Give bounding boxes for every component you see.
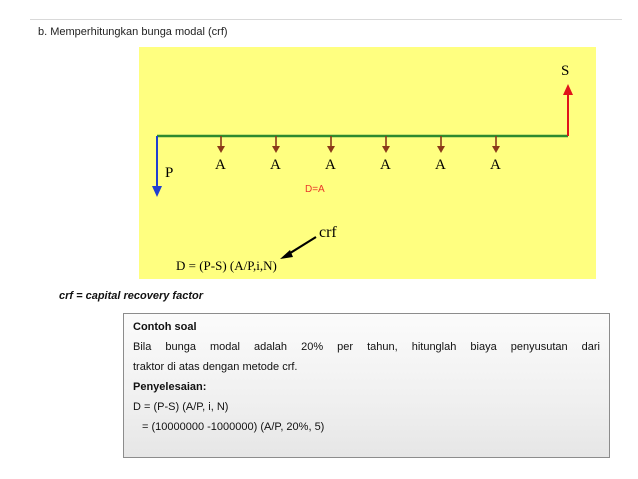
cash-flow-svg: P S A A A A A A D=A crf D = (P-S) (A/P,i,N) <box>152 63 573 273</box>
s-label: S <box>561 63 569 79</box>
solution-formula: D = (P-S) (A/P, i, N) <box>133 401 229 413</box>
payment-arrow <box>492 136 500 153</box>
cash-flow-diagram: P S A A A A A A D=A crf D = (P-S) (A/P,i,N) <box>139 47 596 279</box>
top-divider <box>30 19 622 20</box>
crf-definition: crf = capital recovery factor <box>59 290 203 302</box>
example-box: Contoh soal Bila bunga modal adalah 20% … <box>123 313 610 458</box>
payment-arrow <box>437 136 445 153</box>
solution-calculation: = (10000000 -1000000) (A/P, 20%, 5) <box>142 421 325 433</box>
payment-label-a: A <box>325 157 336 173</box>
example-text-line2: traktor di atas dengan metode crf. <box>133 361 298 373</box>
payment-label-a: A <box>435 157 446 173</box>
crf-pointer-arrow <box>280 236 317 259</box>
section-heading: b. Memperhitungkan bunga modal (crf) <box>38 26 228 38</box>
example-title: Contoh soal <box>133 321 197 333</box>
p-label: P <box>165 165 173 181</box>
payment-arrow <box>217 136 225 153</box>
p-arrow <box>152 136 162 197</box>
crf-label: crf <box>319 224 337 241</box>
s-arrow <box>563 84 573 136</box>
d-equals-a-label: D=A <box>305 184 325 195</box>
payment-label-a: A <box>380 157 391 173</box>
payment-arrow <box>382 136 390 153</box>
payment-arrow <box>272 136 280 153</box>
example-text-line1: Bila bunga modal adalah 20% per tahun, h… <box>133 341 600 353</box>
payment-arrow <box>327 136 335 153</box>
solution-title: Penyelesaian: <box>133 381 207 393</box>
payment-label-a: A <box>215 157 226 173</box>
diagram-formula: D = (P-S) (A/P,i,N) <box>176 258 277 273</box>
payment-label-a: A <box>270 157 281 173</box>
payment-label-a: A <box>490 157 501 173</box>
